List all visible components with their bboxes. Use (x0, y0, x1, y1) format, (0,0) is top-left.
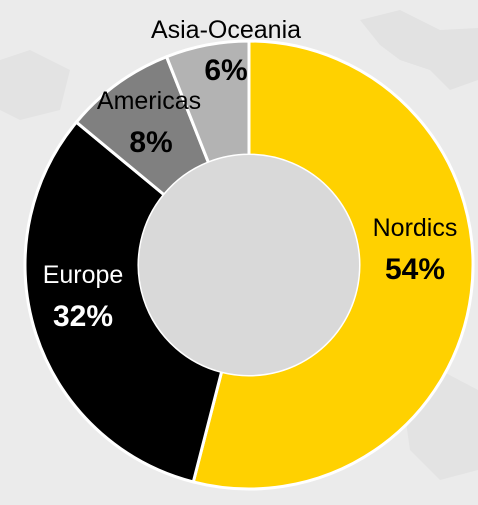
label-europe: Europe (43, 261, 124, 289)
label-asia-oceania: Asia-Oceania (151, 16, 301, 44)
value-europe: 32% (53, 300, 113, 333)
value-americas: 8% (129, 126, 172, 159)
value-asia-oceania: 6% (204, 54, 247, 87)
label-americas: Americas (97, 87, 201, 115)
donut-hole (139, 155, 359, 375)
label-nordics: Nordics (373, 214, 458, 242)
value-nordics: 54% (385, 253, 445, 286)
